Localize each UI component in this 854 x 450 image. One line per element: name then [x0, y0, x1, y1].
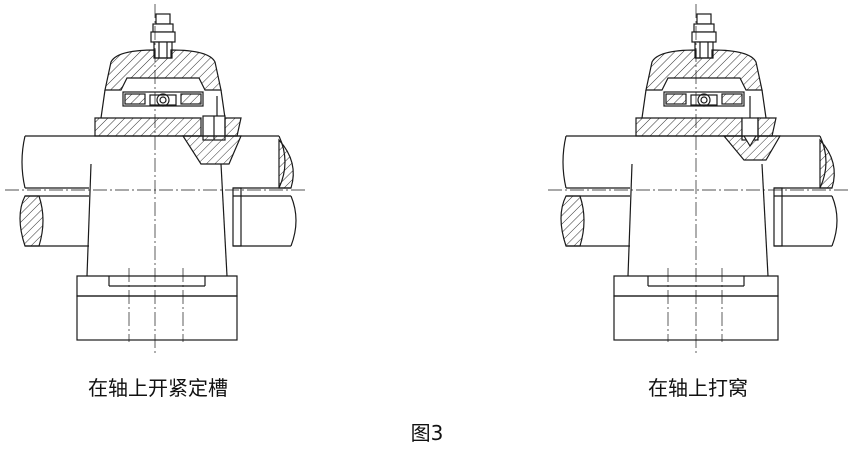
bearing-unit-drawing-groove	[5, 0, 305, 360]
caption-groove: 在轴上开紧定槽	[88, 376, 228, 400]
caption-dimple: 在轴上打窝	[648, 376, 748, 400]
housing-pedestal	[613, 163, 783, 341]
bearing-unit-drawing-dimple	[548, 0, 848, 360]
shaft	[560, 135, 838, 247]
collar	[94, 117, 202, 137]
housing-pedestal	[76, 163, 242, 341]
shaft	[19, 135, 297, 247]
grease-nipple	[691, 13, 717, 59]
shaft-groove	[181, 135, 242, 165]
bearing-inner-ring	[122, 91, 204, 107]
grease-nipple	[150, 13, 176, 59]
figure-number: 图3	[410, 421, 444, 445]
bearing-inner-ring	[663, 91, 745, 107]
collar	[635, 117, 743, 137]
